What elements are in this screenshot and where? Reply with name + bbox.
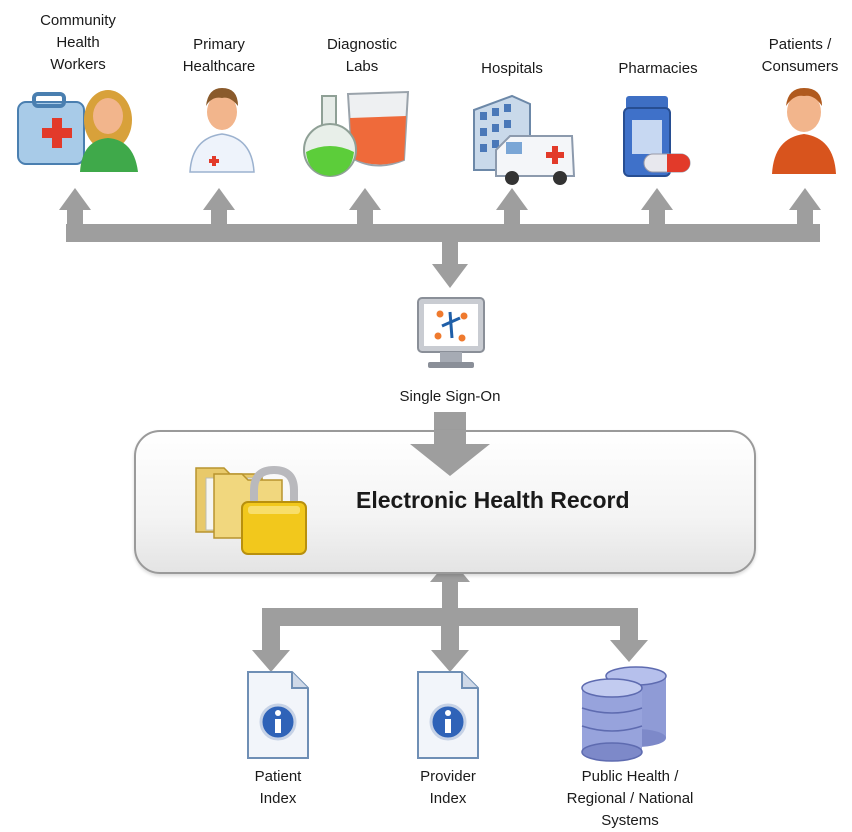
hospital-ambulance-icon: [473, 94, 576, 185]
arrow-up-pharmacies: [641, 188, 673, 226]
registry-label-patient-index: Patient Index: [254, 768, 302, 807]
pill-bottle-icon: [623, 96, 691, 177]
arrow-down-provider-index: [431, 620, 469, 672]
arrow-up-chw: [59, 188, 91, 226]
participant-label-hospitals: Hospitals: [481, 60, 543, 77]
participant-label-chw: Community Health Workers: [40, 12, 116, 73]
lab-flask-icon: [303, 90, 410, 177]
arrow-up-patients: [789, 188, 821, 226]
participant-label-labs: Diagnostic Labs: [326, 36, 398, 75]
health-worker-kit-icon: [17, 90, 138, 172]
arrow-down-patient-index: [252, 620, 290, 672]
doctor-icon: [189, 88, 255, 173]
sso-label: Single Sign-On: [399, 388, 501, 405]
top-bus-bar: [66, 224, 820, 242]
arrow-down-sso: [432, 240, 468, 288]
participant-label-primary: Primary Healthcare: [182, 36, 256, 75]
participant-label-patients: Patients / Consumers: [761, 36, 839, 75]
bottom-bus-bar: [262, 608, 638, 626]
arrow-up-labs: [349, 188, 381, 226]
registry-label-public-health: Public Health / Regional / National Syst…: [566, 768, 694, 829]
patient-person-icon: [772, 88, 836, 174]
arrow-up-primary: [203, 188, 235, 226]
participant-label-pharmacies: Pharmacies: [618, 60, 698, 77]
monitor-logo-icon: [417, 297, 485, 368]
arrow-down-public-health: [610, 620, 648, 662]
arrow-up-hospitals: [496, 188, 528, 226]
ehr-title: Electronic Health Record: [356, 487, 630, 513]
registry-label-provider-index: Provider Index: [420, 768, 476, 807]
